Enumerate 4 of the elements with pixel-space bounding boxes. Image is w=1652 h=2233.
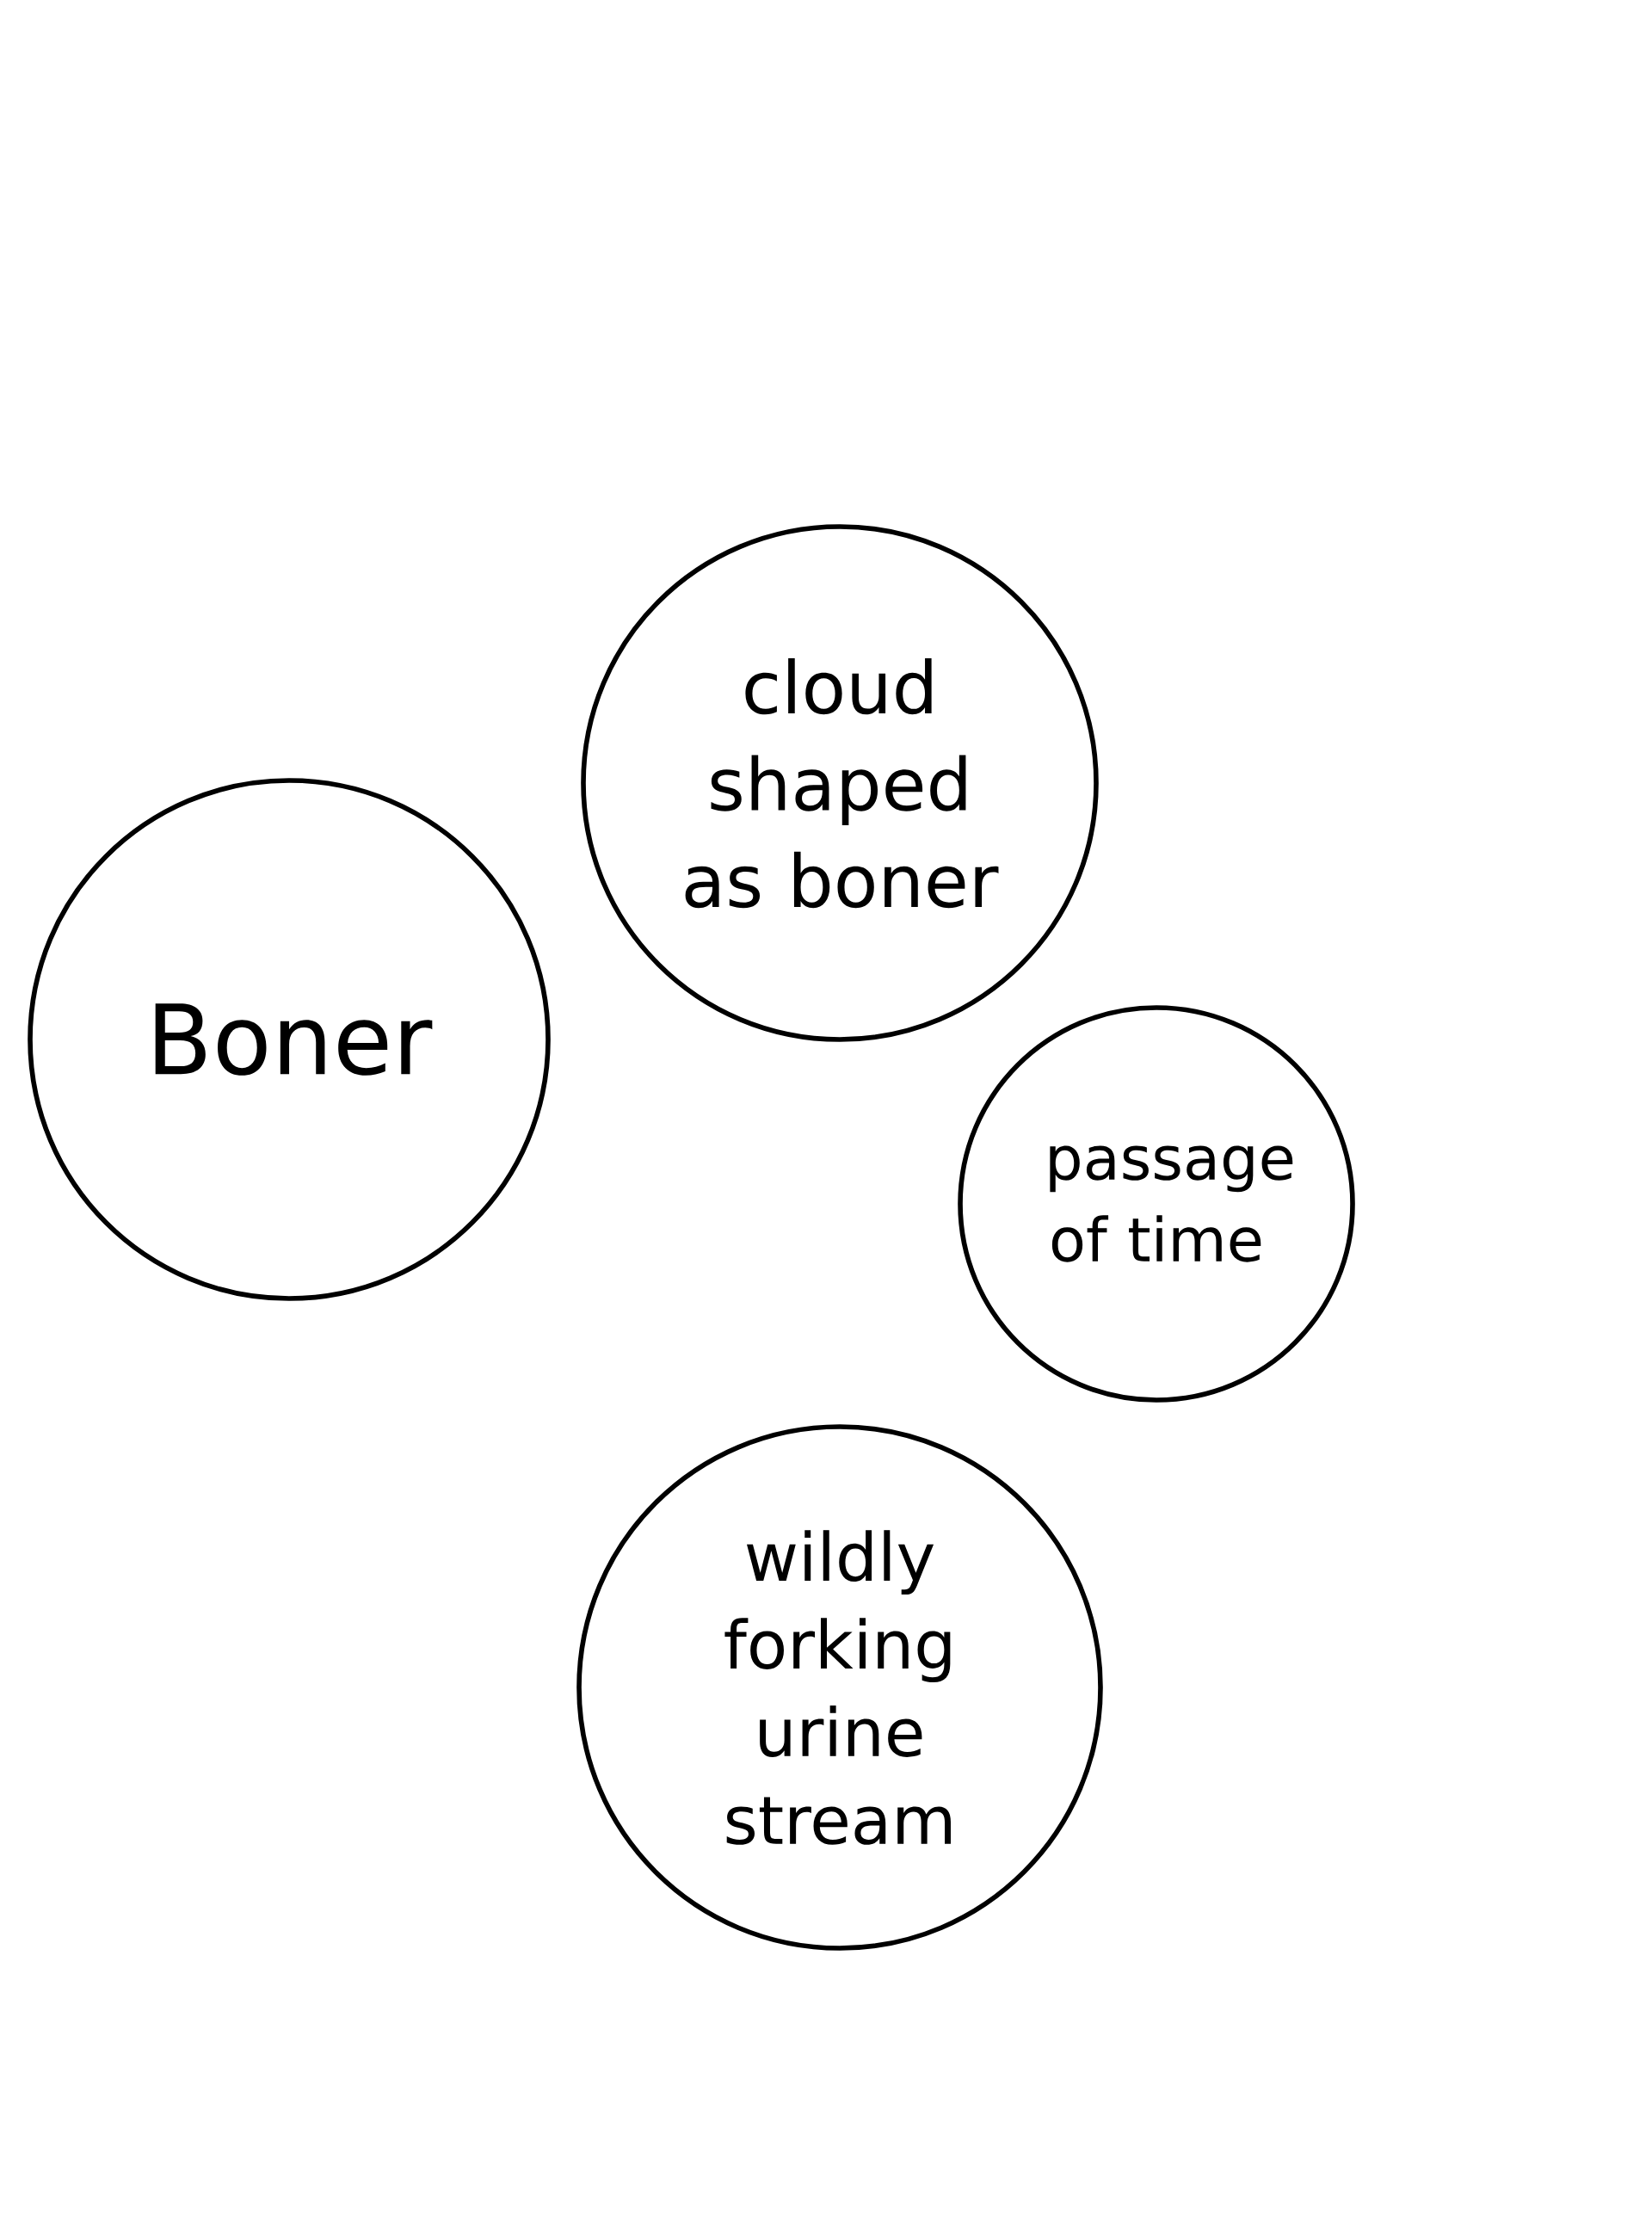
circle-node: Boner bbox=[28, 778, 551, 1301]
circle-node: passage of time bbox=[958, 1005, 1355, 1403]
circle-node: wildly forking urine stream bbox=[576, 1424, 1103, 1951]
circle-node: cloud shaped as boner bbox=[581, 524, 1099, 1042]
